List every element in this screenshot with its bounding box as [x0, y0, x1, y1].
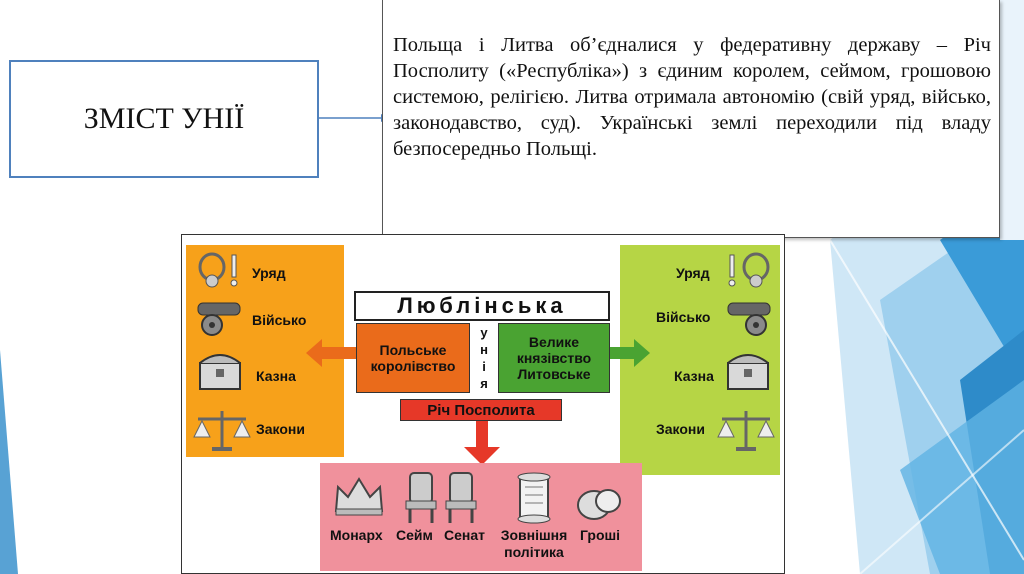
commonwealth-box-text: Річ Посполита — [427, 401, 535, 419]
right-item-army: Військо — [656, 309, 711, 325]
bottom-item-foreign-policy: Зовнішня політика — [500, 527, 568, 560]
right-item-treasury: Казна — [674, 368, 714, 384]
left-item-laws: Закони — [256, 421, 305, 437]
scroll-icon — [517, 472, 551, 524]
scales-icon — [717, 411, 775, 451]
arrow-left-icon — [306, 339, 358, 367]
coins-icon — [577, 489, 621, 520]
union-header-text: Люблінська — [397, 293, 567, 318]
bottom-item-sejm: Сейм — [396, 527, 433, 543]
lithuania-box-text: Велике князівство Литовське — [516, 334, 592, 382]
content-text-box: Польща і Литва об’єдналися у федеративну… — [382, 0, 1000, 238]
title-text: ЗМІСТ УНІЇ — [83, 102, 245, 135]
left-item-treasury: Казна — [256, 368, 296, 384]
left-item-gov: Уряд — [252, 265, 286, 281]
chain-of-office-icon — [198, 252, 238, 288]
treasure-chest-icon — [199, 354, 241, 390]
scales-icon — [193, 411, 251, 451]
bottom-item-monarch: Монарх — [330, 527, 383, 543]
cannon-icon — [727, 302, 771, 336]
poland-box: Польське королівство — [356, 323, 470, 393]
cannon-icon — [197, 302, 241, 336]
arrow-down-icon — [464, 421, 500, 465]
bottom-item-senate: Сенат — [444, 527, 485, 543]
throne-icon — [405, 472, 437, 523]
treasure-chest-icon — [727, 354, 769, 390]
union-vertical: у н і я — [470, 323, 498, 393]
right-item-gov: Уряд — [676, 265, 710, 281]
content-paragraph: Польща і Литва об’єдналися у федеративну… — [393, 34, 991, 160]
title-box: ЗМІСТ УНІЇ — [9, 60, 319, 178]
union-header: Люблінська — [354, 291, 610, 321]
chain-of-office-icon — [728, 252, 770, 288]
lublin-union-diagram: Уряд Військо Казна Закони Уряд Військо К… — [181, 234, 785, 574]
throne-icon — [445, 472, 477, 523]
bottom-item-money: Гроші — [580, 527, 621, 543]
right-item-laws: Закони — [656, 421, 705, 437]
connector-arrow-icon — [319, 114, 389, 122]
crown-icon — [334, 477, 384, 516]
left-item-army: Військо — [252, 312, 307, 328]
lithuania-box: Велике князівство Литовське — [498, 323, 610, 393]
union-vertical-text: у н і я — [480, 325, 488, 391]
poland-box-text: Польське королівство — [370, 342, 456, 374]
commonwealth-box: Річ Посполита — [400, 399, 562, 421]
arrow-right-icon — [610, 339, 650, 367]
